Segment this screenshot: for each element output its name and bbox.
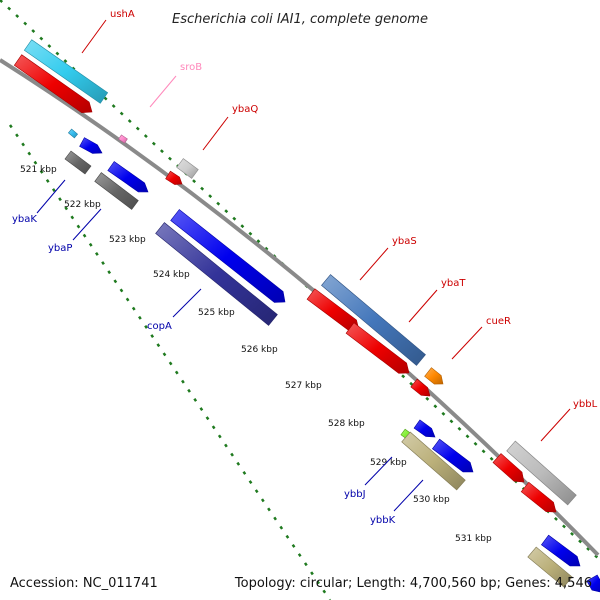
next-gene-arrow-2[interactable] [586,574,600,593]
tick-label: 526 kbp [241,345,278,355]
ybaQ-arrow[interactable] [165,170,183,185]
ybbL-bar[interactable] [506,440,577,506]
gene-label-ybbL[interactable]: ybbL [573,399,598,410]
ybbL-arrow-2[interactable] [520,481,557,513]
gene-label-copA[interactable]: copA [147,321,172,332]
gene-label-ybaS[interactable]: ybaS [392,236,417,247]
ushA-leader-line [81,19,107,54]
cueR-arrow[interactable] [424,367,444,385]
ushA-arrow-red[interactable] [13,54,93,114]
map-title: Escherichia coli IAI1, complete genome [172,12,428,27]
gene-label-ybbK[interactable]: ybbK [370,515,396,526]
features-layer [13,39,600,593]
ybaS-arrow[interactable] [306,288,360,331]
tick-label: 531 kbp [455,534,492,544]
ushA-bar-blue[interactable] [23,39,109,104]
ybbK-arrow[interactable] [431,438,474,473]
tick-label: 528 kbp [328,419,365,429]
tick-label: 521 kbp [20,165,57,175]
reverse-tick-dots [8,124,332,600]
topology-text: Topology: circular; Length: 4,700,560 bp… [234,576,592,591]
copA-leader-line [172,288,202,318]
ybaK-arrow[interactable] [79,137,103,154]
copA-bar[interactable] [155,222,278,326]
tick-label: 527 kbp [285,381,322,391]
ybbL-leader-line [540,408,571,442]
tick-label: 524 kbp [153,270,190,280]
tick-label: 530 kbp [413,495,450,505]
ybbJ-leader-line [364,456,393,486]
cueR-leader-line [451,326,483,360]
gene-label-ybaQ[interactable]: ybaQ [232,104,258,115]
copA-arrow[interactable] [170,209,286,303]
gene-label-cueR[interactable]: cueR [486,316,511,327]
ybbK-leader-line [393,479,424,512]
tick-label: 529 kbp [370,458,407,468]
ybaT-leader-line [408,289,438,323]
tick-label: 525 kbp [198,308,235,318]
next-gene-bar[interactable] [527,546,573,588]
genome-backbone [0,58,600,557]
ybbK-bar[interactable] [401,431,466,491]
ybaQ-block[interactable] [176,158,199,179]
ybaT-small-arrow[interactable] [410,378,431,397]
sroB-marker[interactable] [118,134,128,144]
ybaK-block[interactable] [64,150,92,175]
ybaK-marker[interactable] [67,128,79,139]
ybaP-leader-line [72,208,102,241]
ybaP-arrow[interactable] [107,161,149,193]
ybbJ-arrow[interactable] [413,419,436,438]
ybbL-arrow[interactable] [492,453,525,483]
gene-label-ybaK[interactable]: ybaK [12,214,37,225]
accession-text: Accession: NC_011741 [10,576,158,591]
ybaT-arrow[interactable] [345,322,410,374]
gene-label-ybaT[interactable]: ybaT [441,278,466,289]
gene-label-ybbJ[interactable]: ybbJ [344,489,366,500]
sroB-leader-line [149,75,177,108]
tick-label: 522 kbp [64,200,101,210]
gene-label-sroB[interactable]: sroB [180,62,202,73]
next-gene-arrow[interactable] [540,534,581,567]
ybaS-bar[interactable] [321,274,426,366]
labels-layer: 521 kbp 522 kbp 523 kbp 524 kbp 525 kbp 526 k… [12,9,598,544]
ybaQ-leader-line [202,116,229,151]
ybaS-leader-line [359,247,389,281]
tick-label: 523 kbp [109,235,146,245]
ybaP-block[interactable] [94,172,139,210]
gene-label-ybaP[interactable]: ybaP [48,243,72,254]
gene-label-ushA[interactable]: ushA [110,9,135,20]
ybaK-leader-line [36,179,66,214]
